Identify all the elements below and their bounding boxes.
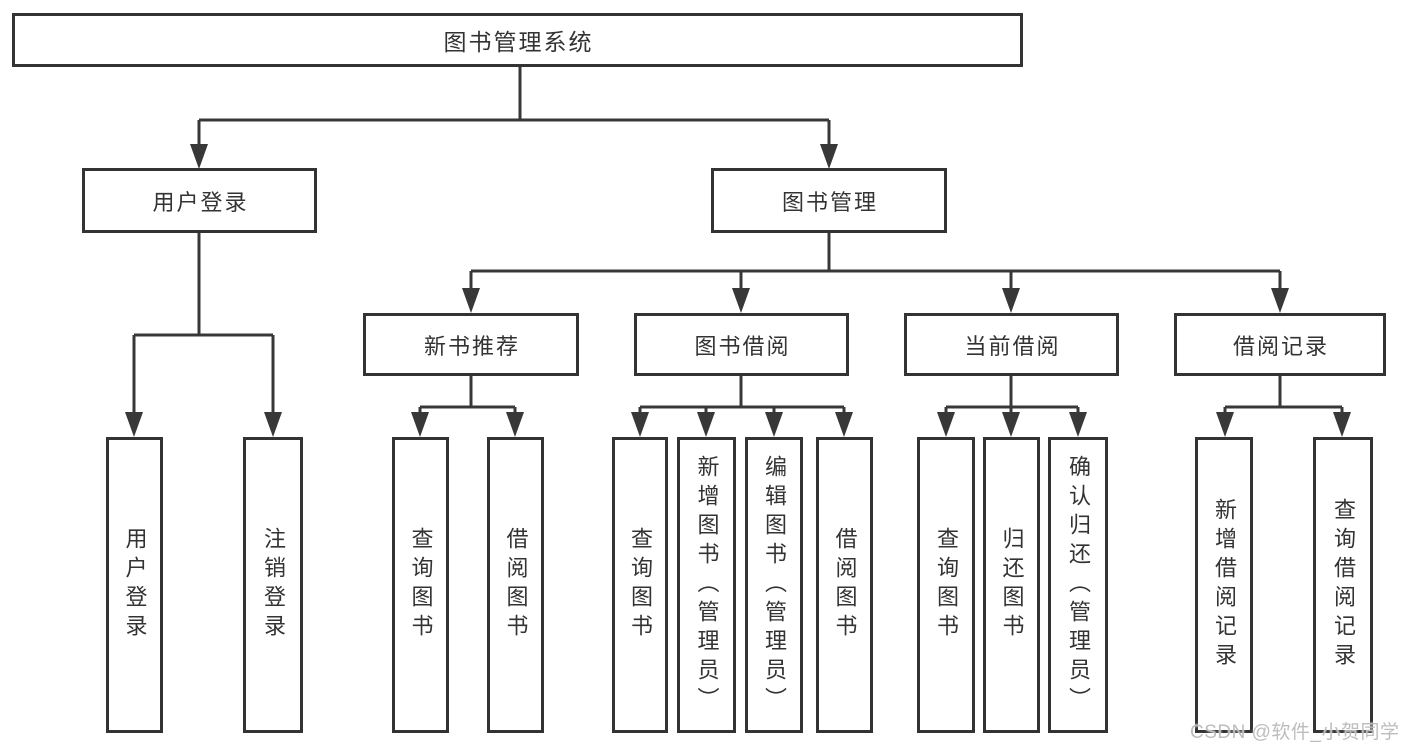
node-user-login-branch: 用户登录 [82, 168, 317, 233]
node-leaf-borrow-books-bb: 借阅图书 [816, 437, 873, 733]
arrowheads [125, 144, 1351, 437]
node-book-management: 图书管理 [711, 168, 947, 233]
edge-bookborrow-to-leaves [638, 376, 846, 417]
edge-bookmgmt-to-level3 [469, 233, 1282, 292]
node-leaf-query-books-bb: 查询图书 [612, 437, 668, 733]
edge-root-to-level2 [197, 67, 831, 150]
node-leaf-add-books-admin: 新增图书（管理员） [677, 437, 736, 733]
node-leaf-confirm-return-admin: 确认归还（管理员） [1048, 437, 1108, 733]
watermark: CSDN @软件_小贺同学 [1190, 722, 1400, 743]
node-leaf-query-borrow-record: 查询借阅记录 [1313, 437, 1373, 733]
node-leaf-add-borrow-record: 新增借阅记录 [1195, 437, 1253, 733]
node-leaf-user-login: 用户登录 [106, 437, 163, 733]
edge-currentborrow-to-leaves [944, 376, 1080, 417]
edge-newbookrec-to-leaves [418, 376, 517, 417]
node-leaf-query-books-rec: 查询图书 [392, 437, 449, 733]
node-leaf-edit-books-admin: 编辑图书（管理员） [745, 437, 803, 733]
node-current-borrow: 当前借阅 [904, 313, 1119, 376]
node-root: 图书管理系统 [12, 13, 1023, 67]
node-new-book-recommend: 新书推荐 [363, 313, 579, 376]
node-book-borrow: 图书借阅 [634, 313, 849, 376]
edge-borrowrecords-to-leaves [1223, 376, 1344, 417]
node-leaf-borrow-books-rec: 借阅图书 [487, 437, 544, 733]
edge-userlogin-to-leaves [132, 233, 275, 414]
node-borrow-records: 借阅记录 [1174, 313, 1386, 376]
node-leaf-return-books: 归还图书 [983, 437, 1040, 733]
node-leaf-logout: 注销登录 [243, 437, 303, 733]
node-leaf-query-books-cb: 查询图书 [917, 437, 975, 733]
